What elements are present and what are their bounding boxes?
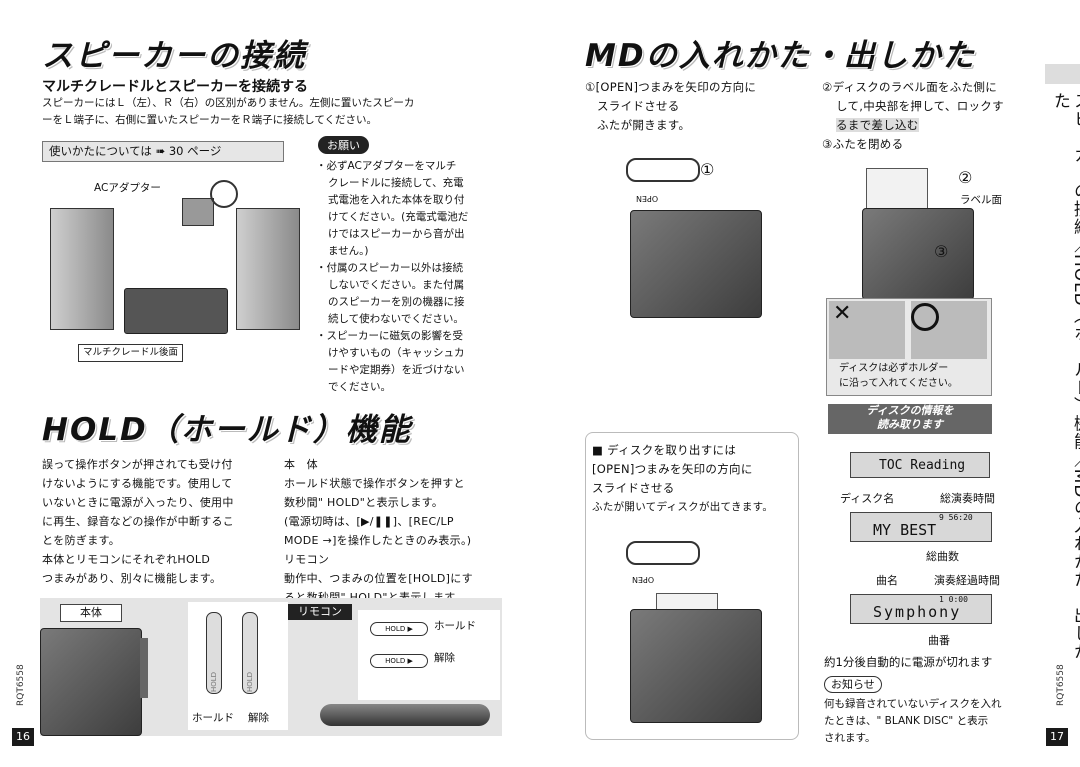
hold-description: 誤って操作ボタンが押されても受け付けないようにする機能です。使用していないときに… bbox=[42, 458, 235, 585]
side-tab-marker bbox=[1045, 64, 1080, 84]
page-number-left: 16 bbox=[12, 728, 34, 746]
remote-release-switch: HOLD ▶ bbox=[370, 654, 428, 668]
open-lid-figure: ① OPEN bbox=[600, 150, 780, 320]
model-code-right: RQT6558 bbox=[1056, 664, 1066, 706]
remote-heading: リモコン bbox=[284, 553, 330, 566]
request-badge: お願い bbox=[318, 136, 369, 154]
request-item: ・必ずACアダプターをマルチクレードルに接続して、充電式電池を入れた本体を取り付… bbox=[316, 160, 469, 257]
lcd-disc-info: 9 56:20 MY BEST bbox=[850, 512, 992, 542]
section-subtitle-connect: マルチクレードルとスピーカーを接続する bbox=[42, 79, 308, 95]
remote-control-illustration bbox=[320, 704, 490, 726]
auto-off-note: 約1分後自動的に電源が切れます bbox=[824, 655, 993, 669]
holder-note: ディスクは必ずホルダーに沿って入れてください。 bbox=[839, 363, 958, 389]
notice-badge: お知らせ bbox=[824, 676, 882, 693]
hold-switch-off bbox=[242, 612, 258, 694]
track-name-label: 曲名 bbox=[876, 574, 898, 587]
page-title-md: MDの入れかた・出しかた bbox=[585, 38, 976, 74]
remove-heading: ■ ディスクを取り出すには bbox=[592, 443, 737, 457]
usage-reference: 使いかたについては ➠ 30 ページ bbox=[42, 141, 284, 162]
wrong-mark-icon: ✕ bbox=[833, 301, 852, 326]
open-slider bbox=[626, 541, 700, 565]
body-heading: 本 体 bbox=[284, 458, 318, 471]
hold-figure: 本体 HOLD HOLD ホールド 解除 リモコン HOLD ▶ ホールド HO… bbox=[40, 598, 502, 736]
holder-check-figure: ✕ ディスクは必ずホルダーに沿って入れてください。 bbox=[826, 298, 992, 396]
request-list: ・必ずACアダプターをマルチクレードルに接続して、充電式電池を入れた本体を取り付… bbox=[316, 158, 500, 396]
right-speaker bbox=[236, 208, 300, 330]
page-title-speaker: スピーカーの接続 bbox=[42, 38, 306, 74]
remote-tab: リモコン bbox=[288, 604, 352, 620]
model-code-left: RQT6558 bbox=[16, 664, 26, 706]
remove-disc-box: ■ ディスクを取り出すには [OPEN]つまみを矢印の方向にスライドさせる ふた… bbox=[585, 432, 799, 740]
hold-label: ホールド bbox=[192, 712, 234, 724]
page-title-hold: HOLD（ホールド）機能 bbox=[42, 412, 412, 448]
cradle-rear-label: マルチクレードル後面 bbox=[78, 344, 184, 362]
lcd-toc-reading: TOC Reading bbox=[850, 452, 990, 478]
request-item: ・付属のスピーカー以外は接続しないでください。また付属のスピーカーを別の機器に接… bbox=[316, 262, 465, 325]
md-player-eject-illustration bbox=[630, 609, 762, 723]
release-label: 解除 bbox=[248, 712, 269, 724]
outlet-icon bbox=[210, 180, 238, 208]
total-time-label: 総演奏時間 bbox=[940, 492, 995, 505]
body-hold-detail: HOLD HOLD ホールド 解除 bbox=[188, 602, 288, 730]
speaker-connection-figure: ACアダプター マルチクレードル後面 bbox=[42, 168, 310, 378]
step1-text: ①[OPEN]つまみを矢印の方向にスライドさせるふたが開きます。 bbox=[585, 80, 757, 132]
read-disc-banner: ディスクの情報を読み取ります bbox=[828, 404, 992, 434]
label-side-label: ラベル面 bbox=[960, 194, 1002, 206]
open-slider bbox=[626, 158, 700, 182]
insert-disc-figure: ② ラベル面 ③ bbox=[826, 148, 1012, 300]
disc-name-label: ディスク名 bbox=[840, 492, 895, 505]
hold-switch-on bbox=[206, 612, 222, 694]
lcd-track-info: 1 0:00 Symphony bbox=[850, 594, 992, 624]
hold-body-remote-text: 本 体 ホールド状態で操作ボタンを押すと数秒間" HOLD"と表示します。(電源… bbox=[284, 455, 504, 607]
left-speaker bbox=[50, 208, 114, 330]
multi-cradle bbox=[124, 288, 228, 334]
notice-text: 何も録音されていないディスクを入れたときは、" BLANK DISC" と表示さ… bbox=[824, 698, 1002, 744]
track-number-label: 曲番 bbox=[928, 634, 950, 647]
page-number-right: 17 bbox=[1046, 728, 1068, 746]
correct-mark-icon bbox=[911, 303, 939, 331]
total-tracks-label: 総曲数 bbox=[926, 550, 959, 563]
ac-adapter-label: ACアダプター bbox=[94, 182, 161, 194]
player-body-illustration bbox=[40, 628, 142, 736]
remote-hold-switch: HOLD ▶ bbox=[370, 622, 428, 636]
intro-text: スピーカーにはＬ（左）、Ｒ（右）の区別がありません。左側に置いたスピーカーをＬ端… bbox=[42, 97, 415, 126]
ac-adapter bbox=[182, 198, 214, 226]
remote-hold-detail: HOLD ▶ ホールド HOLD ▶ 解除 bbox=[358, 610, 500, 700]
side-section-title: スピーカーの接続／HOLD（ホールド）機能／MDの入れかた・出しかた bbox=[1050, 92, 1080, 661]
elapsed-time-label: 演奏経過時間 bbox=[934, 574, 1000, 587]
request-item: ・スピーカーに磁気の影響を受けやすいもの（キャッシュカードや定期券）を近づけない… bbox=[316, 330, 465, 393]
body-tab: 本体 bbox=[60, 604, 122, 622]
md-player-illustration bbox=[630, 210, 762, 318]
